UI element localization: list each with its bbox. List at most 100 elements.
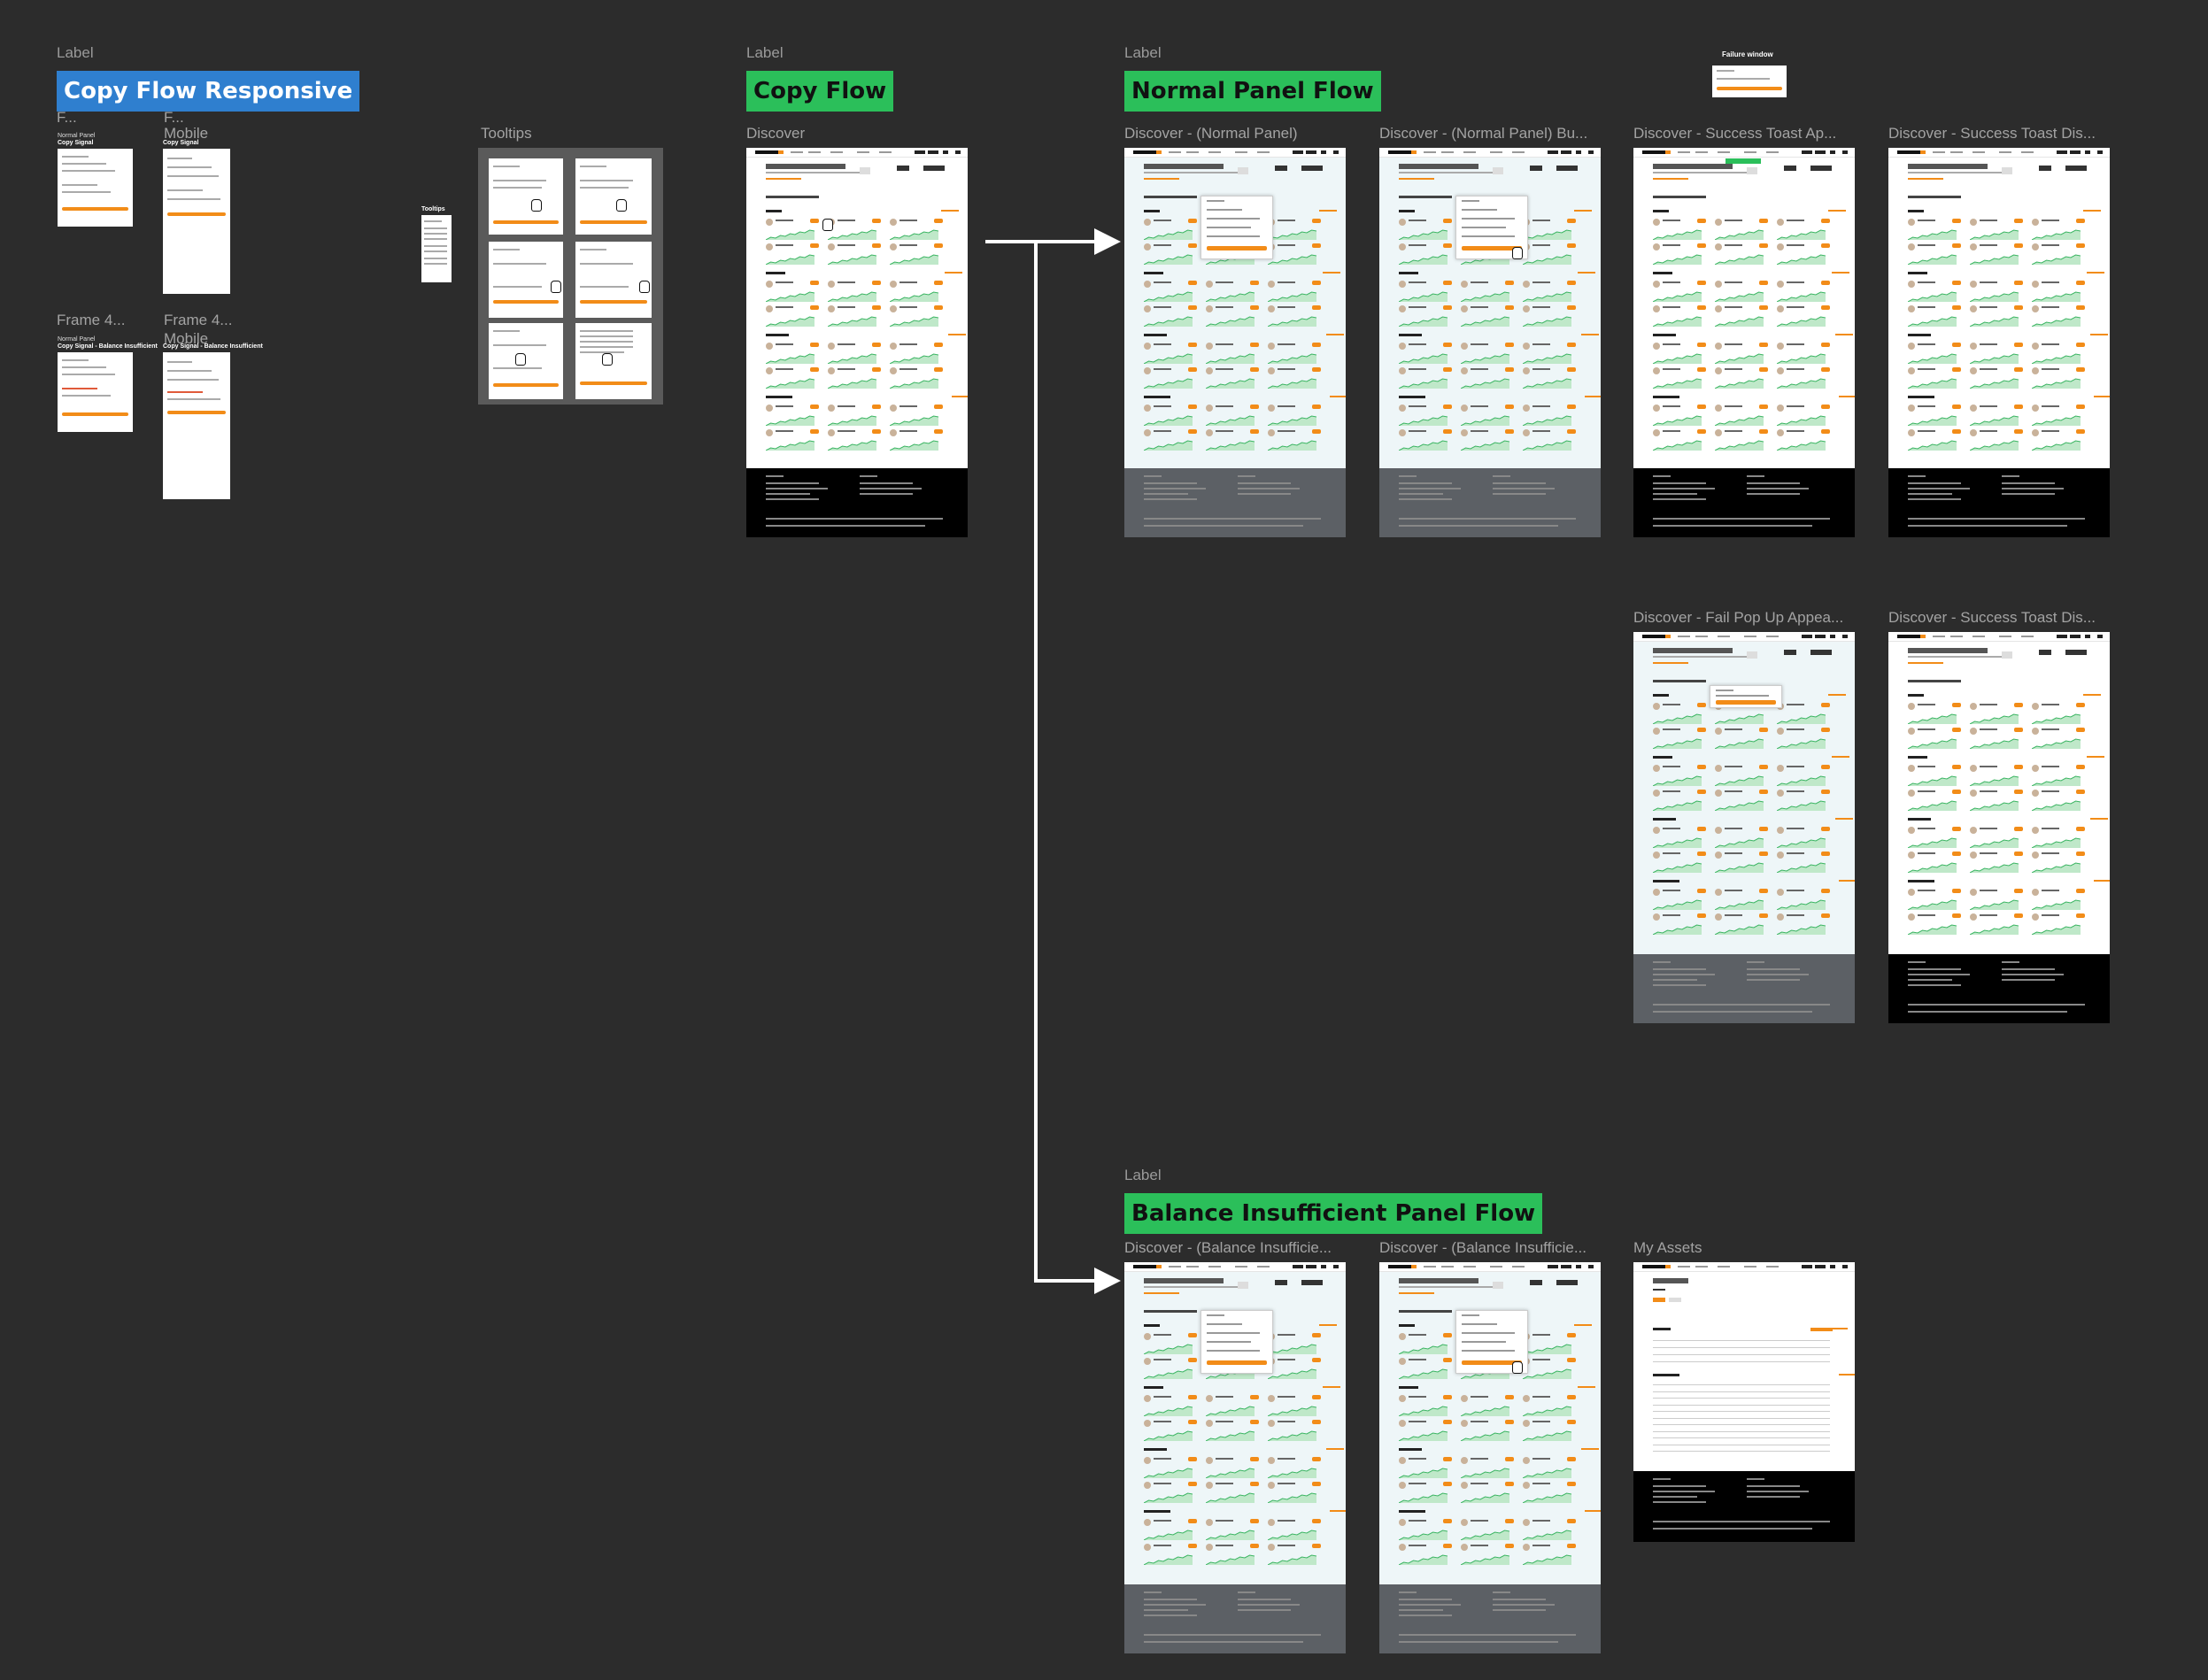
card-name bbox=[1409, 1483, 1426, 1484]
card-name bbox=[1980, 890, 1997, 891]
nav-link-1 bbox=[1695, 151, 1708, 153]
signal-card bbox=[1399, 1331, 1454, 1367]
sparkline-chart bbox=[1144, 1530, 1193, 1540]
top-nav bbox=[1633, 632, 1855, 642]
ranking-section-2 bbox=[1653, 334, 1853, 336]
frame-discover-normal-panel[interactable] bbox=[1124, 148, 1346, 537]
frame-balance-insufficient-2[interactable] bbox=[1379, 1262, 1601, 1653]
avatar bbox=[1399, 1519, 1406, 1526]
ranking-title bbox=[1908, 680, 1961, 682]
sparkline-chart bbox=[1144, 1344, 1193, 1354]
avatar bbox=[1523, 281, 1530, 288]
frame-fail-popup[interactable] bbox=[1633, 632, 1855, 1023]
footer-line-4 bbox=[1653, 984, 1706, 986]
frame-discover-normal-panel-button[interactable] bbox=[1379, 148, 1601, 537]
signal-card bbox=[828, 403, 883, 438]
ranking-section-2 bbox=[1908, 334, 2108, 336]
responsive-frame-balance-mobile[interactable] bbox=[163, 352, 230, 499]
signal-card bbox=[1777, 912, 1832, 947]
sparkline-chart bbox=[1970, 440, 2019, 451]
copy-button bbox=[1312, 1333, 1321, 1337]
sparkline-chart bbox=[1715, 899, 1764, 910]
tooltip-card-2[interactable] bbox=[575, 158, 652, 235]
frame-discover[interactable] bbox=[746, 148, 968, 537]
hero-badge bbox=[1493, 1282, 1503, 1289]
section-title-copy-flow-responsive[interactable]: Copy Flow Responsive bbox=[57, 71, 360, 112]
sparkline-chart bbox=[1970, 229, 2019, 240]
frame-success-toast-dismiss-2[interactable] bbox=[1888, 632, 2110, 1023]
failure-window-frame[interactable] bbox=[1712, 66, 1787, 97]
tooltips-small-frame[interactable] bbox=[421, 215, 452, 282]
mini-balance-caption-mobile: Copy Signal - Balance Insufficient bbox=[163, 343, 263, 350]
copy-button bbox=[1567, 1333, 1576, 1337]
signal-card bbox=[2032, 403, 2087, 438]
signal-card bbox=[1908, 403, 1963, 438]
sparkline-chart bbox=[890, 229, 938, 240]
copy-button bbox=[1250, 405, 1259, 409]
frame-balance-insufficient-1[interactable] bbox=[1124, 1262, 1346, 1653]
sparkline-chart bbox=[1777, 924, 1826, 935]
card-name bbox=[899, 368, 917, 370]
signal-card bbox=[1144, 1356, 1199, 1391]
card-name bbox=[1154, 306, 1171, 308]
card-name bbox=[1278, 1458, 1295, 1460]
avatar bbox=[1715, 343, 1722, 350]
sparkline-chart bbox=[1268, 378, 1316, 389]
avatar bbox=[2032, 281, 2039, 288]
signal-card bbox=[1653, 850, 1708, 885]
responsive-frame-mobile[interactable] bbox=[163, 149, 230, 294]
card-name bbox=[1918, 306, 1935, 308]
frame-label-success-toast-appear: Discover - Success Toast Ap... bbox=[1633, 125, 1837, 142]
card-name bbox=[1725, 728, 1742, 730]
copy-button bbox=[1250, 281, 1259, 285]
tooltip-card-5[interactable] bbox=[489, 323, 563, 399]
sparkline-chart bbox=[1523, 316, 1571, 327]
frame-my-assets[interactable] bbox=[1633, 1262, 1855, 1542]
responsive-frame-normal-panel[interactable]: Normal Panel bbox=[58, 149, 133, 227]
tooltip-card-3[interactable] bbox=[489, 242, 563, 318]
copy-button bbox=[1250, 367, 1259, 372]
card-name bbox=[1154, 1334, 1171, 1336]
avatar bbox=[2032, 703, 2039, 710]
copy-button bbox=[1759, 219, 1768, 223]
frame-success-toast-appear[interactable] bbox=[1633, 148, 1855, 537]
card-name bbox=[2042, 790, 2059, 792]
card-name bbox=[1725, 790, 1742, 792]
sparkline-chart bbox=[890, 291, 938, 302]
signal-card bbox=[1268, 341, 1323, 376]
sparkline-chart bbox=[1908, 837, 1957, 848]
avatar bbox=[1970, 913, 1977, 921]
section-title-copy-flow[interactable]: Copy Flow bbox=[746, 71, 894, 112]
section-title-normal-panel-flow[interactable]: Normal Panel Flow bbox=[1124, 71, 1381, 112]
assets-row-0 bbox=[1653, 1340, 1830, 1341]
copy-button bbox=[1188, 1358, 1197, 1362]
sparkline-chart bbox=[1970, 800, 2019, 811]
tooltip-card-1[interactable] bbox=[489, 158, 563, 235]
tooltip-card-4[interactable] bbox=[575, 242, 652, 318]
signal-card bbox=[828, 279, 883, 314]
section-title-balance-insufficient-panel-flow[interactable]: Balance Insufficient Panel Flow bbox=[1124, 1193, 1543, 1234]
sparkline-chart bbox=[890, 415, 938, 426]
page-footer bbox=[1633, 1471, 1855, 1542]
copy-button bbox=[2076, 429, 2085, 434]
tooltip-card-6[interactable] bbox=[575, 323, 652, 399]
copy-button bbox=[1952, 913, 1961, 918]
brand-logo bbox=[1642, 1265, 1671, 1268]
frame-success-toast-dismiss[interactable] bbox=[1888, 148, 2110, 537]
mini-normal-panel-caption: Normal Panel bbox=[58, 133, 96, 139]
copy-button bbox=[1821, 219, 1830, 223]
sparkline-chart bbox=[1268, 1430, 1316, 1441]
card-name bbox=[1216, 343, 1233, 345]
sparkline-chart bbox=[1461, 1406, 1509, 1416]
card-name bbox=[1409, 281, 1426, 283]
card-name bbox=[1532, 1396, 1550, 1398]
nav-button-0 bbox=[1802, 150, 1812, 154]
card-name bbox=[1471, 1458, 1488, 1460]
nav-button-3 bbox=[1333, 150, 1339, 154]
responsive-frame-balance[interactable] bbox=[58, 352, 133, 432]
card-name bbox=[1471, 281, 1488, 283]
sparkline-chart bbox=[1268, 229, 1316, 240]
signal-card bbox=[1523, 428, 1578, 463]
sparkline-chart bbox=[1908, 738, 1957, 749]
tooltips-group[interactable] bbox=[478, 148, 663, 405]
